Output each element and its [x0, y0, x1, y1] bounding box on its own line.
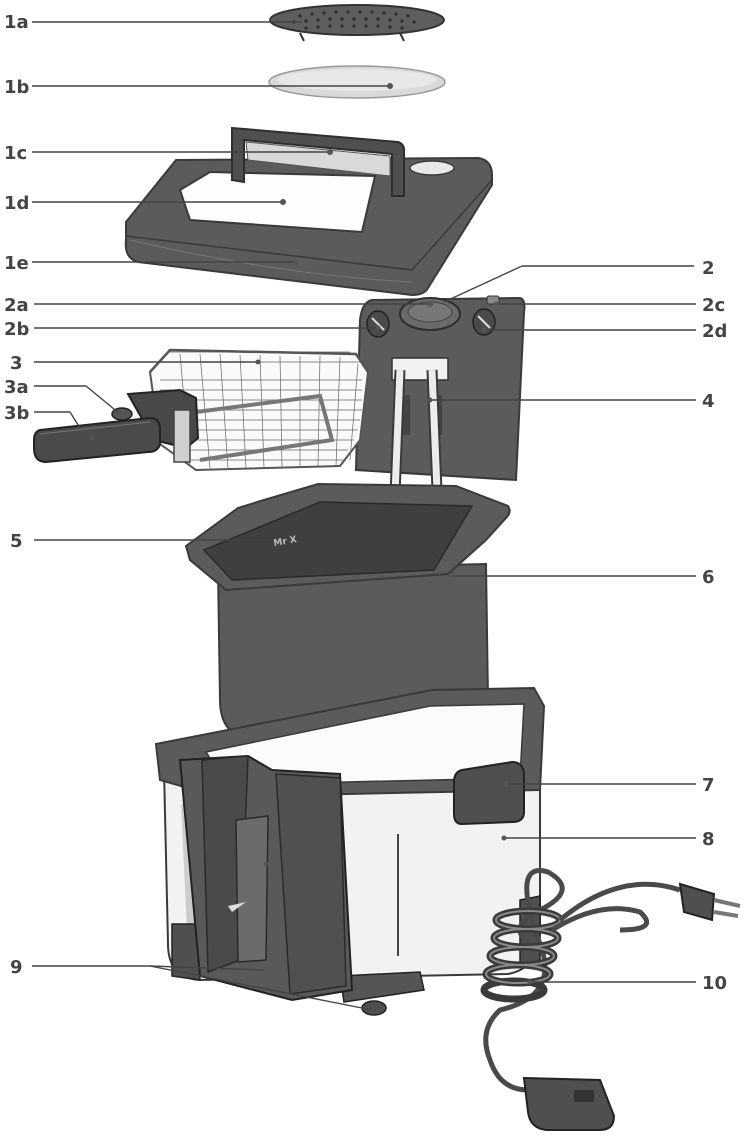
label-2d: 2d [702, 321, 727, 342]
label-2b: 2b [4, 319, 30, 340]
label-3: 3 [10, 353, 23, 374]
label-4: 4 [702, 391, 715, 412]
label-3b: 3b [4, 403, 30, 424]
label-9: 9 [10, 957, 23, 978]
front-panel [180, 756, 352, 1000]
label-10: 10 [702, 973, 727, 994]
label-2c: 2c [702, 295, 725, 316]
label-6: 6 [702, 567, 715, 588]
label-3a: 3a [4, 377, 29, 398]
label-1e: 1e [4, 253, 29, 274]
basket-handle [34, 390, 198, 462]
label-1d: 1d [4, 193, 29, 214]
foam-filter [269, 66, 445, 98]
filter-grille [270, 5, 444, 41]
label-2a: 2a [4, 295, 29, 316]
label-7: 7 [702, 775, 715, 796]
label-5: 5 [10, 531, 23, 552]
lid [126, 128, 492, 295]
label-2: 2 [702, 258, 715, 279]
label-1a: 1a [4, 12, 29, 33]
label-1b: 1b [4, 77, 30, 98]
label-8: 8 [702, 829, 715, 850]
power-cord [484, 871, 740, 1131]
label-1c: 1c [4, 143, 27, 164]
